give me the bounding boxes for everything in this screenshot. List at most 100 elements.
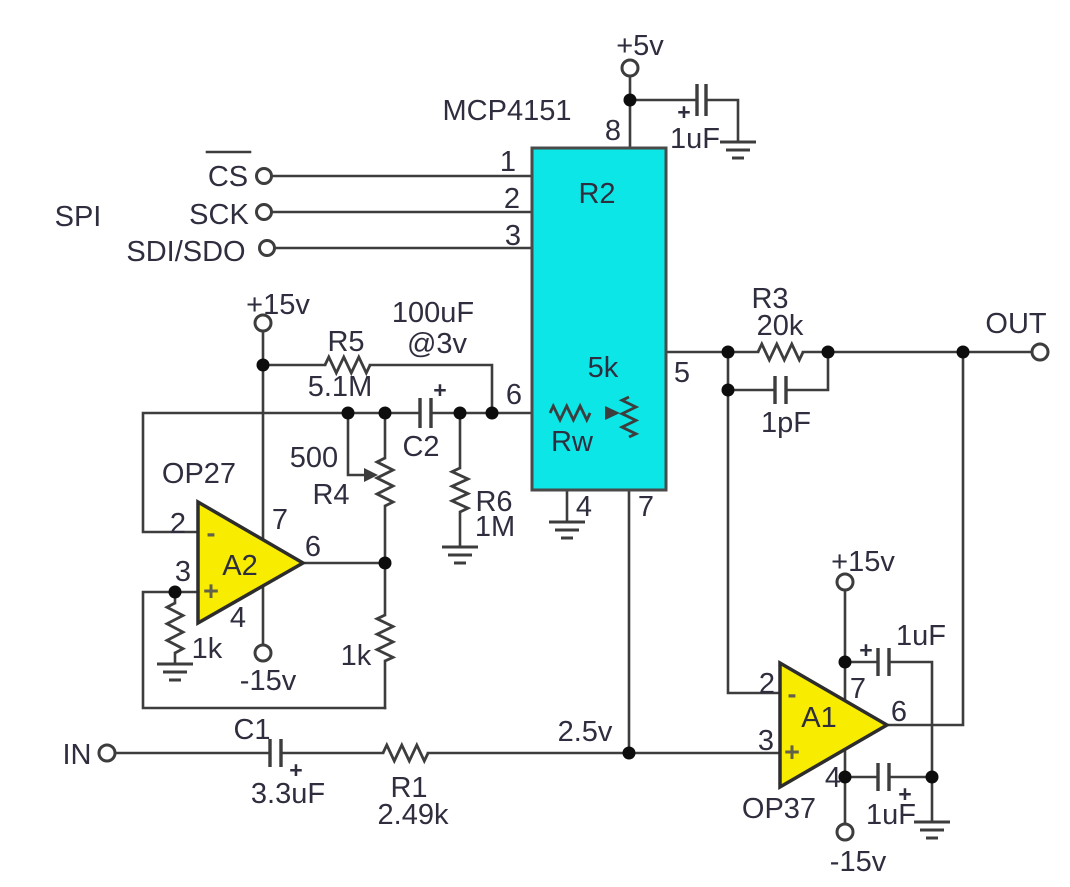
- label-plus15v-left: +15v: [246, 289, 310, 321]
- resistor-r6: [448, 466, 472, 514]
- label-sck: SCK: [189, 199, 249, 231]
- pot-wiper-resistor-rw: [548, 402, 592, 424]
- label-a1-pin3: 3: [758, 725, 774, 757]
- label-a2-pin3: 3: [175, 556, 191, 588]
- label-r5-value: 5.1M: [308, 371, 372, 403]
- resistors: [163, 340, 805, 765]
- wire-feedback-right: [885, 350, 965, 727]
- ground-r6: [442, 545, 478, 565]
- junction-dot: [623, 93, 637, 107]
- label-spi: SPI: [55, 201, 102, 233]
- label-out: OUT: [985, 308, 1047, 340]
- mcp4151-ic-body: [530, 146, 668, 492]
- label-a1-part: OP37: [742, 793, 816, 825]
- label-a1-pin4: 4: [825, 762, 841, 794]
- capacitor-c2: [418, 398, 433, 428]
- label-r1-value: 2.49k: [378, 799, 449, 831]
- label-cs: CS: [208, 161, 248, 193]
- label-c2-ref: C2: [402, 431, 439, 463]
- capacitor-1pf: [773, 376, 788, 404]
- junction-dot: [378, 406, 392, 420]
- label-a2-pin2: 2: [170, 508, 186, 540]
- opamp-a1-body: [778, 659, 891, 791]
- capacitor-a1-bottom: [876, 763, 891, 791]
- ground-5v-bypass: [720, 140, 756, 160]
- label-c2-value: 100uF: [392, 297, 474, 329]
- label-r6-value: 1M: [475, 511, 515, 543]
- wire-r4-wiper: [346, 411, 368, 477]
- label-a2-part: OP27: [162, 458, 236, 490]
- junction-dot: [925, 770, 939, 784]
- label-ic-pin6: 6: [506, 379, 522, 411]
- ground-1k-left: [157, 662, 193, 682]
- terminal-out: [1030, 342, 1050, 362]
- label-a1-minus: -: [788, 679, 797, 709]
- label-r6-ref: R6: [475, 486, 512, 518]
- label-a1-pin2: 2: [759, 668, 775, 700]
- terminal-plus15v-left: [253, 313, 273, 333]
- resistor-r5: [323, 353, 372, 377]
- wire-15v-left-rail: [261, 329, 494, 542]
- wire-a1-neg-supply: [843, 746, 934, 826]
- capacitor-c1: [268, 739, 283, 767]
- opamp-a2-body: [196, 498, 307, 627]
- label-a2-plus: +: [203, 576, 219, 606]
- label-a1-ref: A1: [801, 702, 836, 734]
- pot-element-5k: [618, 395, 640, 439]
- capacitors: [268, 84, 891, 791]
- junction-dot: [956, 345, 970, 359]
- label-a2-pin7: 7: [272, 504, 288, 536]
- wire-5v-supply: [628, 74, 740, 150]
- terminal-minus15v-left: [253, 643, 273, 663]
- label-a2-ref: A2: [222, 550, 257, 582]
- label-r3-ref: R3: [751, 283, 788, 315]
- terminal-sck: [255, 203, 273, 221]
- resistor-1k-left: [163, 601, 187, 655]
- label-minus15v-left: -15v: [240, 665, 297, 697]
- label-c1-value: 3.3uF: [251, 778, 325, 810]
- resistor-1k-right: [373, 613, 397, 663]
- terminal-sdi-sdo: [258, 239, 276, 257]
- label-cap-5v-polarity: +: [677, 99, 690, 125]
- label-cap-a1-top-value: 1uF: [896, 620, 946, 652]
- junction-dot: [838, 770, 852, 784]
- terminal-plus15v-right: [835, 572, 855, 592]
- junction-dot: [168, 585, 182, 599]
- junction-dot: [721, 383, 735, 397]
- terminal-cs: [255, 167, 273, 185]
- label-cap-a1-bot-value: 1uF: [866, 799, 916, 831]
- ground-a1-bypass: [914, 820, 950, 840]
- label-r4-value: 500: [290, 442, 338, 474]
- junction-dot: [721, 345, 735, 359]
- label-c1-polarity: +: [289, 757, 302, 783]
- label-ic-pin8: 8: [605, 115, 621, 147]
- label-a1-pin7: 7: [850, 673, 866, 705]
- junction-dot: [622, 746, 636, 760]
- resistor-r4-trimmer: [373, 456, 397, 508]
- label-r5-ref: R5: [327, 326, 364, 358]
- junction-dot: [838, 655, 852, 669]
- r4-wiper-arrow: [364, 468, 378, 482]
- junction-dot: [821, 345, 835, 359]
- junction-dot: [378, 556, 392, 570]
- label-in: IN: [63, 739, 92, 771]
- label-ic-pin1: 1: [500, 146, 516, 178]
- label-minus15v-right: -15v: [830, 846, 887, 878]
- resistor-r1: [381, 741, 430, 765]
- label-sdi-sdo: SDI/SDO: [126, 236, 245, 268]
- label-ic-pin5: 5: [674, 357, 690, 389]
- pot-wiper-arrow: [605, 406, 620, 420]
- label-ic-pin2: 2: [504, 183, 520, 215]
- terminal-plus5v: [620, 58, 640, 78]
- label-a2-minus: -: [207, 518, 216, 548]
- junction-dots: [168, 93, 970, 784]
- label-1k-left: 1k: [192, 633, 223, 665]
- label-c1-ref: C1: [233, 714, 270, 746]
- label-c2-rating: @3v: [407, 328, 468, 360]
- label-ic-value: 5k: [588, 352, 619, 384]
- label-ic-pin3: 3: [505, 220, 521, 252]
- junction-dot: [485, 406, 499, 420]
- wire-feedback-left: [726, 350, 782, 695]
- label-cap-a1-top-polarity: +: [859, 637, 872, 663]
